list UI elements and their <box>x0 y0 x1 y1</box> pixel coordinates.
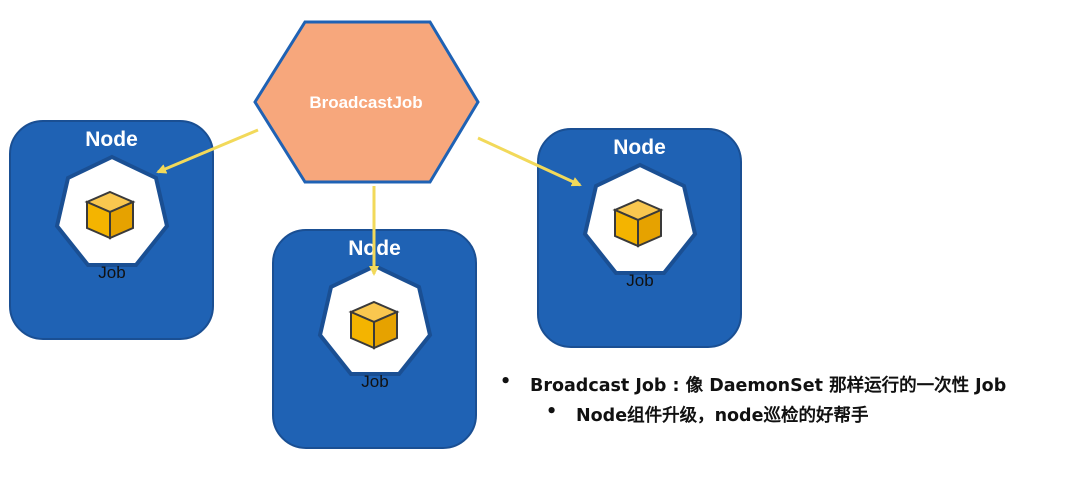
node-title: Node <box>613 136 666 159</box>
bullet-icon: • <box>546 402 558 422</box>
bullet-item: • Broadcast Job : 像 DaemonSet 那样运行的一次性 J… <box>500 372 1006 402</box>
bullet-icon: • <box>500 372 512 392</box>
job-cube-icon <box>86 191 134 239</box>
node-card-center: Node <box>272 229 477 449</box>
job-cube-icon <box>350 301 398 349</box>
arrow-to-left-node <box>156 128 259 174</box>
bullet-text: Node组件升级，node巡检的好帮手 <box>576 406 869 426</box>
job-label: Job <box>361 372 388 391</box>
broadcastjob-label: BroadcastJob <box>309 93 422 112</box>
job-label: Job <box>98 263 125 282</box>
arrow-to-right-node <box>477 136 582 187</box>
node-title: Node <box>85 128 138 151</box>
job-label: Job <box>626 271 653 290</box>
job-cube-icon <box>614 199 662 247</box>
broadcastjob-hexagon <box>253 20 480 184</box>
bullet-list: • Broadcast Job : 像 DaemonSet 那样运行的一次性 J… <box>500 372 1006 432</box>
bullet-text: Broadcast Job : 像 DaemonSet 那样运行的一次性 Job <box>530 376 1007 396</box>
